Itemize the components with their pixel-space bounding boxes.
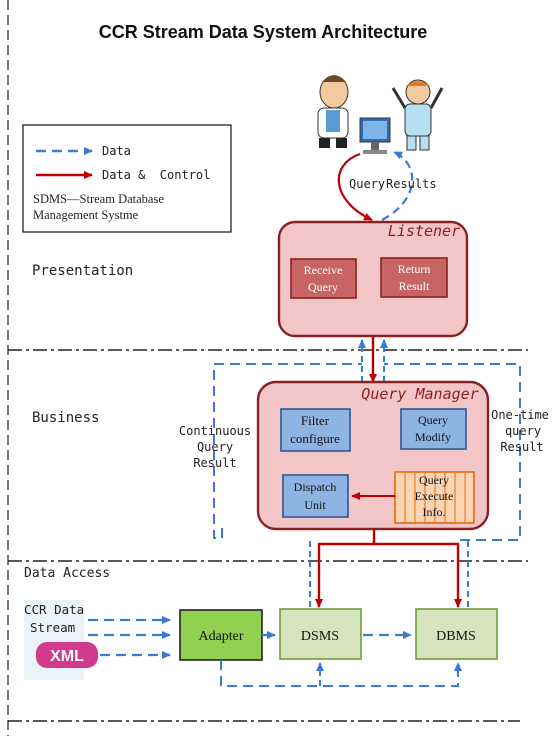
dispatch-line2: Unit <box>304 498 326 512</box>
listener-box <box>277 220 469 338</box>
adapter-box <box>179 609 263 661</box>
execute-line3: Info. <box>423 505 446 519</box>
legend-control-label: Data & Control <box>102 168 210 182</box>
legend-sdms-line2: Management Systme <box>33 208 139 222</box>
continuous-result-path <box>213 363 362 539</box>
svg-text:Result: Result <box>500 440 543 454</box>
dsms-label: DSMS <box>301 629 339 644</box>
listener-module: Listener Receive Query Return Result <box>277 220 469 338</box>
patient-figure <box>391 79 444 151</box>
layer-label-data-access: Data Access <box>24 566 110 581</box>
layer-label-presentation: Presentation <box>32 263 133 279</box>
xml-badge-text: XML <box>50 648 84 665</box>
return-result-line1: Return <box>398 262 431 276</box>
adapter-bottom-data-path <box>220 660 462 687</box>
svg-text:query: query <box>505 424 541 438</box>
return-result-box <box>380 257 448 298</box>
svg-text:Continuous: Continuous <box>179 424 251 438</box>
svg-text:Result: Result <box>193 456 236 470</box>
svg-text:One-time: One-time <box>491 408 549 422</box>
xml-badge <box>36 642 98 668</box>
dbms-label: DBMS <box>436 629 476 644</box>
dsms-box <box>279 608 362 660</box>
svg-text:Query: Query <box>197 440 233 454</box>
filter-configure-box <box>280 408 351 452</box>
receive-query-line1: Receive <box>304 263 343 277</box>
dispatch-line1: Dispatch <box>294 480 337 494</box>
ccr-data-stream-source: CCR Data Stream XML <box>24 600 98 680</box>
doctor-figure <box>317 75 349 148</box>
query-manager-title: Query Manager <box>361 385 478 403</box>
onetime-result-label: One-time query Result <box>491 408 549 454</box>
qm-to-dsms-control-arrow <box>315 529 376 608</box>
adapter-label: Adapter <box>198 629 243 644</box>
query-modify-line1: Query <box>418 413 448 427</box>
query-modify-box <box>400 408 467 450</box>
ccr-line1: CCR Data <box>24 602 84 617</box>
onetime-result-path <box>384 363 521 541</box>
query-modify-line2: Modify <box>415 430 451 444</box>
results-data-arrow <box>381 151 414 221</box>
continuous-result-label: Continuous Query Result <box>179 424 251 470</box>
filter-line2: configure <box>290 431 340 446</box>
execute-line2: Execute <box>415 489 454 503</box>
query-label: Query <box>349 177 385 191</box>
receive-query-line2: Query <box>308 280 338 294</box>
legend: Data Data & Control SDMS—Stream Database… <box>22 124 232 233</box>
query-control-arrow <box>337 152 373 221</box>
results-label: Results <box>386 177 437 191</box>
legend-data-label: Data <box>102 144 131 158</box>
computer-icon <box>359 117 391 154</box>
filter-line1: Filter <box>301 413 330 428</box>
execute-line1: Query <box>419 473 449 487</box>
query-execute-stripes <box>404 472 466 523</box>
query-manager-module: Query Manager Filter configure Query Mod… <box>256 380 490 531</box>
legend-box <box>22 124 232 233</box>
qm-to-dbms-control-arrow <box>374 542 462 608</box>
listener-title: Listener <box>388 222 460 240</box>
receive-query-box <box>290 258 357 299</box>
layer-label-business: Business <box>32 410 99 426</box>
ccr-line2: Stream <box>30 620 75 635</box>
legend-sdms-line1: SDMS—Stream Database <box>33 192 164 206</box>
return-result-line2: Result <box>399 279 430 293</box>
diagram-title: CCR Stream Data System Architecture <box>99 22 427 42</box>
dispatch-unit-box <box>282 474 349 518</box>
dbms-box <box>415 608 498 660</box>
